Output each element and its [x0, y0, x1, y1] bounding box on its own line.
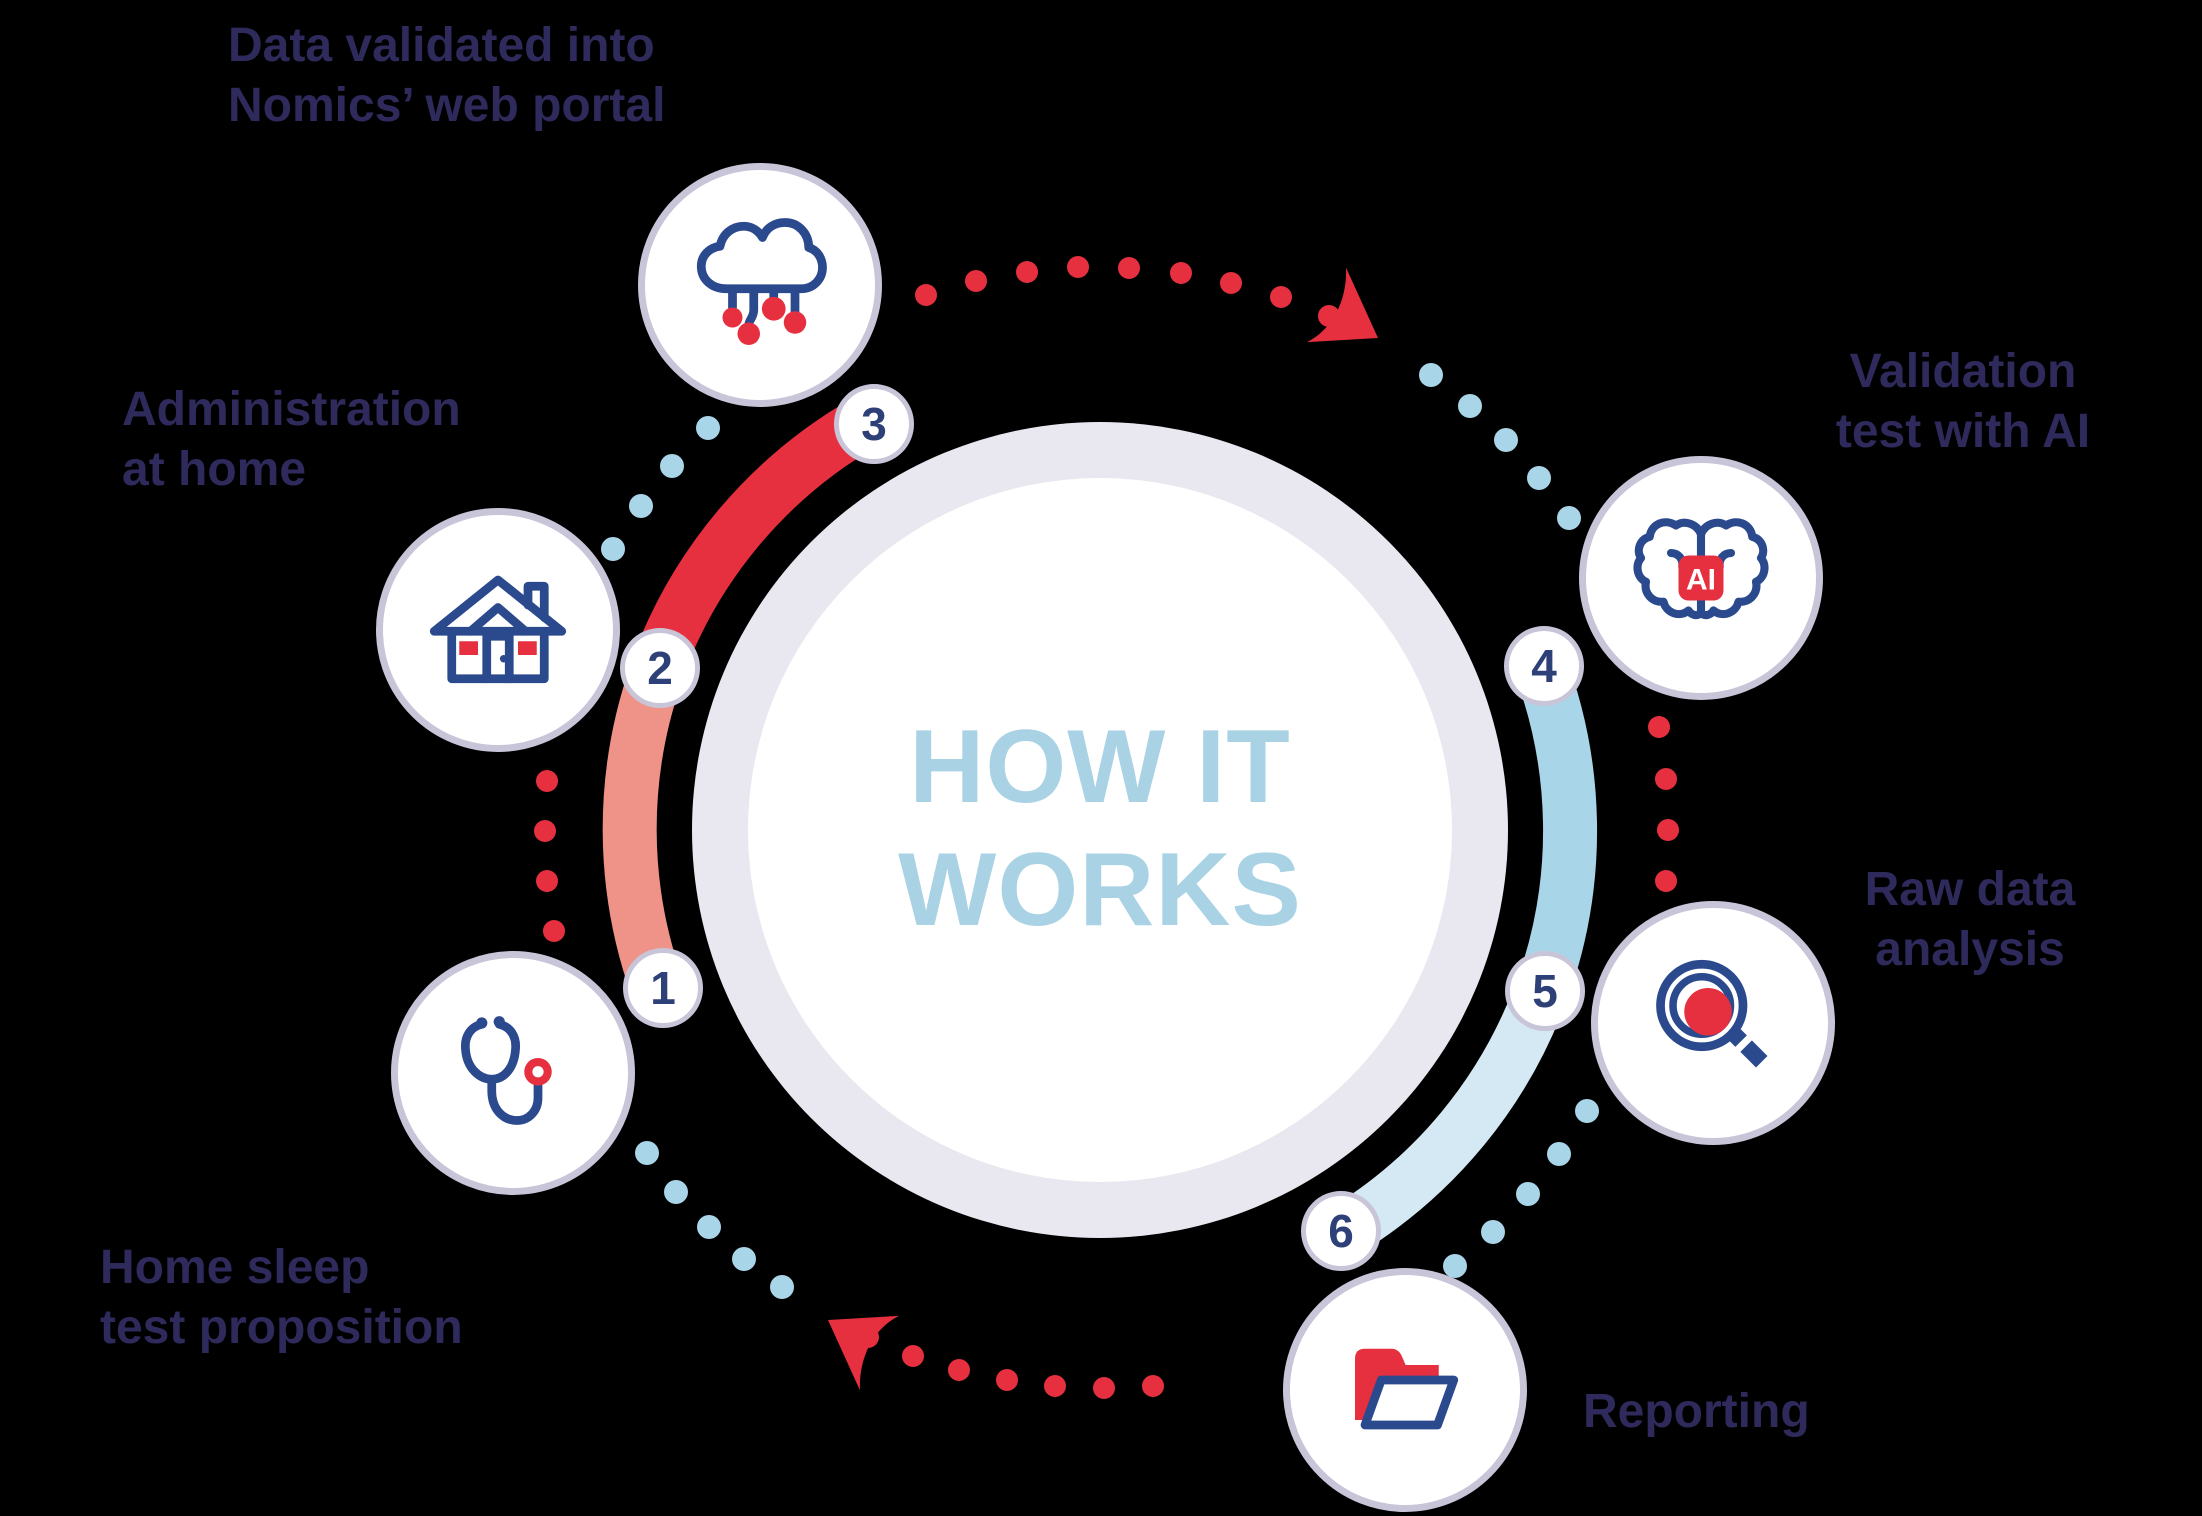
dotted-arc-red-top — [915, 256, 1340, 327]
step-badge-1: 1 — [623, 948, 703, 1028]
step-circle-2 — [376, 508, 620, 752]
step-circle-1 — [391, 951, 635, 1195]
flow-arrow-bottom-icon — [828, 1315, 899, 1391]
step-badge-4: 4 — [1504, 626, 1584, 706]
arc-step5-6 — [1333, 990, 1564, 1252]
dotted-arc-red-bottom — [857, 1326, 1164, 1399]
center-disc — [748, 478, 1452, 1182]
step-badge-2: 2 — [620, 628, 700, 708]
dotted-arc-blue-upperleft — [601, 416, 720, 561]
step-badge-5: 5 — [1505, 951, 1585, 1031]
step-label-1: Home sleep test proposition — [100, 1241, 463, 1354]
flow-arrow-top-icon — [1307, 267, 1378, 343]
arc-step1-2 — [602, 665, 683, 997]
dotted-arc-blue-topright — [1419, 363, 1581, 530]
step-label-4: Validation test with AI — [1835, 345, 2091, 458]
dotted-arc-red-left — [534, 770, 565, 942]
stethoscope-icon — [461, 1016, 552, 1125]
ai-brain-icon: AI — [1633, 518, 1769, 620]
step-label-5: Raw data analysis — [1864, 863, 2076, 976]
dotted-arc-blue-lowerright — [1443, 1099, 1599, 1278]
step-circle-3 — [638, 163, 882, 407]
cloud-data-icon — [696, 218, 827, 345]
step-label-2: Administration at home — [122, 383, 461, 496]
house-icon — [429, 575, 567, 684]
step-circle-4: AI — [1579, 456, 1823, 700]
magnifier-icon — [1656, 959, 1768, 1068]
dotted-arc-red-right — [1648, 716, 1679, 892]
step-label-3: Data validated into Nomics’ web portal — [228, 19, 666, 132]
ai-badge-text: AI — [1686, 563, 1716, 596]
step-circle-5 — [1591, 901, 1835, 1145]
page-title: HOW IT WORKS — [898, 709, 1302, 948]
step-label-6: Reporting — [1583, 1385, 1810, 1438]
dotted-arc-blue-bottomleft — [635, 1141, 794, 1299]
folder-icon — [1355, 1348, 1459, 1430]
step-circle-6 — [1283, 1268, 1527, 1512]
step-badge-3: 3 — [834, 384, 914, 464]
step-badge-6: 6 — [1301, 1191, 1381, 1271]
